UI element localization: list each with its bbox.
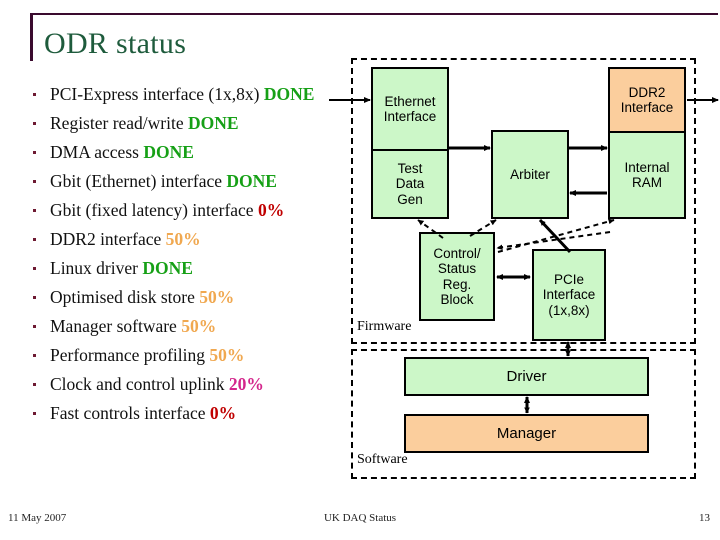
bullet-status-badge: 0% — [257, 200, 285, 220]
bullet-marker-icon — [33, 151, 36, 154]
bullet-status-badge: 0% — [209, 403, 237, 423]
block-ethernet-interface: Ethernet Interface — [373, 69, 447, 149]
arrow-csrb-to-internalram — [497, 218, 615, 253]
block-line: RAM — [632, 175, 662, 190]
bullet-status-badge: DONE — [263, 84, 315, 104]
bullet-marker-icon — [33, 325, 36, 328]
block-line: Interface — [383, 109, 437, 124]
bullet-label: Gbit (Ethernet) interface — [50, 171, 222, 191]
slide-footer: 11 May 2007 UK DAQ Status 13 — [0, 512, 720, 532]
bullet-label: Gbit (fixed latency) interface — [50, 200, 254, 220]
block-line: Manager — [496, 424, 557, 442]
bullet-label: Register read/write — [50, 113, 184, 133]
block-line: Interface — [620, 100, 674, 115]
block-line: DDR2 — [628, 84, 666, 100]
block-line: Ethernet — [384, 93, 436, 109]
bullet-marker-icon — [33, 383, 36, 386]
block-line: Reg. — [442, 276, 472, 292]
bullet-status-badge: 50% — [165, 229, 201, 249]
bullet-label: PCI-Express interface (1x,8x) — [50, 84, 260, 104]
ethernet-testgen-stack: Ethernet Interface Test Data Gen — [371, 67, 449, 219]
arrow-pcie-to-csrb — [496, 231, 611, 251]
bullet-item: Optimised disk store 50% — [20, 287, 340, 309]
bullet-item: DDR2 interface 50% — [20, 229, 340, 251]
block-line: Gen — [397, 191, 423, 207]
bullet-status-badge: DONE — [226, 171, 277, 191]
bullet-status-badge: 50% — [181, 316, 217, 336]
firmware-zone-boundary — [351, 58, 696, 344]
bullet-status-badge: DONE — [142, 258, 193, 278]
bullet-item: Gbit (Ethernet) interface DONE — [20, 171, 340, 193]
bullet-item: Fast controls interface 0% — [20, 403, 340, 425]
block-manager: Manager — [404, 414, 649, 453]
block-control-status-reg-block: Control/ Status Reg. Block — [419, 232, 495, 321]
title-rule-left — [30, 13, 33, 61]
arrow-pcie-to-arbiter — [538, 218, 572, 254]
page-title: ODR status — [44, 27, 187, 60]
block-test-data-gen: Test Data Gen — [373, 149, 447, 217]
bullet-marker-icon — [33, 209, 36, 212]
bullet-item: Gbit (fixed latency) interface 0% — [20, 200, 340, 222]
ddr2-internalram-stack: DDR2 Interface Internal RAM — [608, 67, 686, 219]
block-arbiter: Arbiter — [491, 130, 569, 219]
bullet-marker-icon — [33, 296, 36, 299]
block-line: Arbiter — [510, 166, 550, 182]
software-zone-boundary — [351, 349, 696, 479]
footer-date: 11 May 2007 — [8, 512, 67, 524]
bullet-item: Manager software 50% — [20, 316, 340, 338]
bullet-label: Manager software — [50, 316, 177, 336]
block-line: (1x,8x) — [548, 302, 590, 318]
title-rule-top — [30, 13, 718, 15]
arrow-csrb-to-testdatagen — [417, 219, 444, 239]
bullet-status-badge: 50% — [209, 345, 245, 365]
block-internal-ram: Internal RAM — [610, 131, 684, 217]
software-zone-label: Software — [357, 452, 408, 467]
block-line: Control/ — [433, 245, 481, 261]
bullet-item: Register read/write DONE — [20, 113, 340, 135]
bullet-marker-icon — [33, 238, 36, 241]
footer-deck-title: UK DAQ Status — [323, 512, 397, 524]
bullet-marker-icon — [33, 412, 36, 415]
bullet-item: DMA access DONE — [20, 142, 340, 164]
bullet-item: Performance profiling 50% — [20, 345, 340, 367]
bullet-status-badge: 50% — [199, 287, 235, 307]
block-line: Data — [395, 176, 425, 192]
block-pcie-interface: PCIe Interface (1x,8x) — [532, 249, 606, 341]
bullet-marker-icon — [33, 93, 36, 96]
bullet-label: Linux driver — [50, 258, 138, 278]
bullet-label: Performance profiling — [50, 345, 206, 365]
block-line: Block — [440, 292, 474, 307]
bullet-label: DDR2 interface — [50, 229, 162, 249]
bullet-item: Linux driver DONE — [20, 258, 340, 280]
block-line: PCIe — [553, 271, 584, 287]
bullet-status-badge: DONE — [188, 113, 239, 133]
bullet-label: Clock and control uplink — [50, 374, 225, 394]
block-line: Test — [397, 160, 423, 176]
bullet-label: Fast controls interface — [50, 403, 206, 423]
block-line: Interface — [542, 287, 596, 303]
block-driver: Driver — [404, 357, 649, 396]
bullet-marker-icon — [33, 122, 36, 125]
block-line: Status — [437, 261, 477, 276]
bullet-label: Optimised disk store — [50, 287, 195, 307]
block-ddr2-interface: DDR2 Interface — [610, 69, 684, 131]
bullet-marker-icon — [33, 180, 36, 183]
bullet-label: DMA access — [50, 142, 139, 162]
arrow-csrb-to-arbiter — [469, 219, 497, 237]
block-line: Driver — [506, 367, 547, 385]
firmware-zone-label: Firmware — [357, 319, 412, 334]
bullet-item: Clock and control uplink 20% — [20, 374, 340, 396]
bullet-item: PCI-Express interface (1x,8x) DONE — [20, 84, 340, 106]
bullet-marker-icon — [33, 354, 36, 357]
block-line: Internal — [624, 159, 670, 175]
bullet-status-badge: 20% — [228, 374, 264, 394]
bullet-status-badge: DONE — [143, 142, 194, 162]
footer-page-number: 13 — [699, 512, 710, 524]
bullet-marker-icon — [33, 267, 36, 270]
